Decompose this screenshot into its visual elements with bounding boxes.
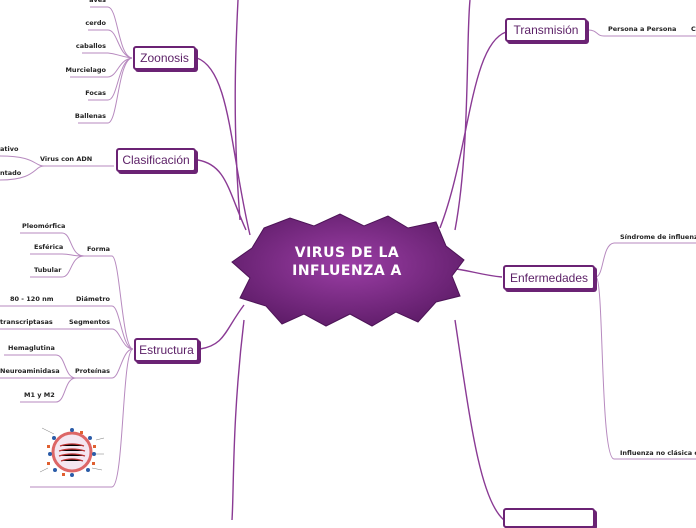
leaf-hemaglutina[interactable]: Hemaglutina — [8, 344, 55, 352]
leaf-ativo[interactable]: ativo — [0, 145, 19, 153]
center-topic[interactable]: VIRUS DE LA INFLUENZA A — [262, 244, 432, 280]
branch-clasificacion-label: Clasificación — [122, 153, 190, 167]
branch-transmision[interactable]: Transmisión — [505, 18, 587, 42]
leaf-aves[interactable]: aves — [89, 0, 106, 4]
leaf-pleomorfica[interactable]: Pleomórfica — [22, 222, 66, 230]
leaf-segmentos-value[interactable]: transcriptasas — [0, 318, 53, 326]
branch-partial-bottom[interactable] — [503, 508, 595, 528]
center-title-line1: VIRUS DE LA — [294, 245, 400, 261]
branch-enfermedades-label: Enfermedades — [509, 270, 589, 285]
center-title-line2: INFLUENZA A — [292, 263, 402, 279]
leaf-transmision-c[interactable]: C — [691, 25, 696, 33]
branch-estructura[interactable]: Estructura — [134, 338, 199, 362]
branch-clasificacion[interactable]: Clasificación — [116, 148, 196, 172]
leaf-focas[interactable]: Focas — [85, 89, 106, 97]
center-burst — [231, 213, 465, 327]
leaf-influenza-no-clasica[interactable]: Influenza no clásica o com — [620, 449, 696, 457]
leaf-m1-m2[interactable]: M1 y M2 — [24, 391, 55, 399]
leaf-caballos[interactable]: caballos — [75, 42, 106, 50]
branch-zoonosis[interactable]: Zoonosis — [133, 46, 196, 70]
leaf-tubular[interactable]: Tubular — [34, 266, 62, 274]
leaf-sindrome-influenza[interactable]: Síndrome de influenza clá — [620, 233, 696, 241]
leaf-persona-a-persona[interactable]: Persona a Persona — [608, 25, 677, 33]
leaf-proteinas[interactable]: Proteínas — [74, 367, 110, 375]
leaf-ballenas[interactable]: Ballenas — [74, 112, 106, 120]
leaf-diametro[interactable]: Diámetro — [76, 295, 110, 303]
virus-illustration[interactable] — [32, 420, 112, 482]
leaf-neuroaminidasa[interactable]: Neuroaminidasa — [0, 367, 60, 375]
leaf-virus-adn[interactable]: Virus con ADN — [40, 155, 93, 163]
leaf-diametro-value[interactable]: 80 - 120 nm — [10, 295, 54, 303]
branch-estructura-label: Estructura — [139, 343, 194, 357]
leaf-ntado[interactable]: ntado — [0, 169, 22, 177]
branch-zoonosis-label: Zoonosis — [140, 51, 189, 65]
leaf-murcielago[interactable]: Murcielago — [65, 66, 106, 74]
branch-enfermedades[interactable]: Enfermedades — [503, 265, 595, 290]
branch-transmision-label: Transmisión — [513, 23, 579, 37]
leaf-segmentos[interactable]: Segmentos — [69, 318, 110, 326]
leaf-cerdo[interactable]: cerdo — [85, 19, 106, 27]
leaf-esferica[interactable]: Esférica — [34, 243, 64, 251]
leaf-forma[interactable]: Forma — [86, 245, 110, 253]
